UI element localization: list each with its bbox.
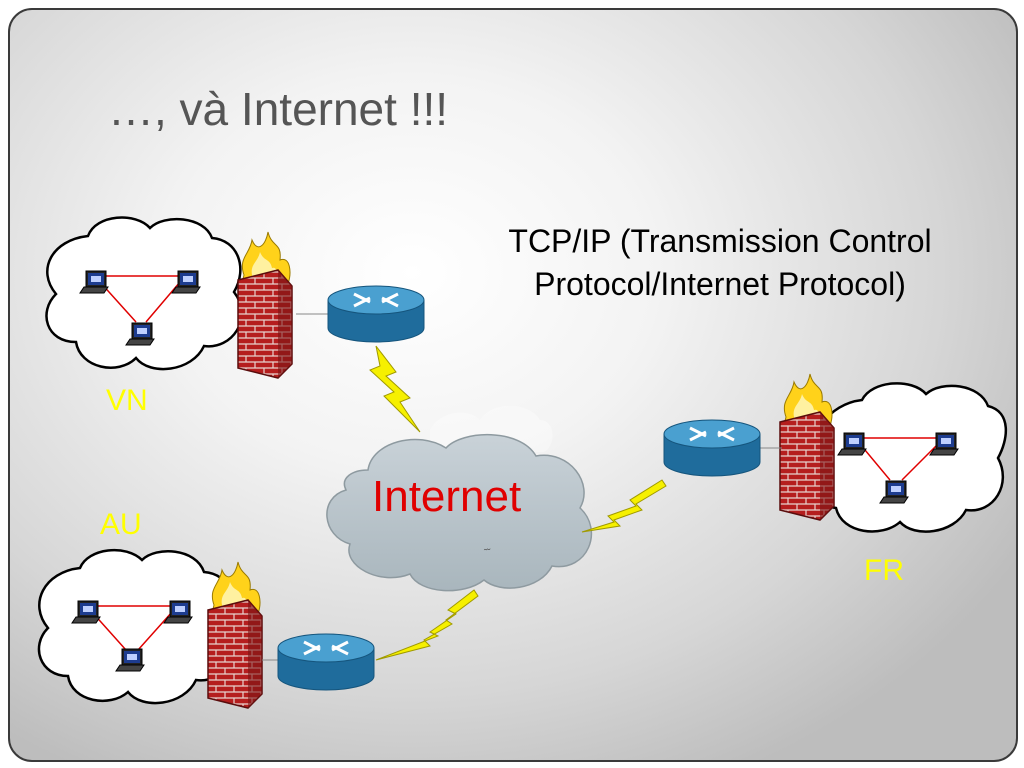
firewall-icon	[237, 231, 293, 379]
router-icon	[326, 284, 426, 344]
lightning-icon	[581, 479, 667, 533]
lightning-icon	[369, 345, 421, 433]
site-label-au: AU	[100, 508, 142, 541]
lan-cloud-au	[37, 548, 236, 705]
slide-title: …, và Internet !!!	[108, 83, 449, 135]
site-label-vn: VN	[106, 384, 148, 417]
site-vn	[45, 216, 426, 379]
firewall-icon	[779, 373, 835, 521]
router-icon	[662, 418, 762, 478]
lan-cloud-vn	[45, 216, 243, 371]
internet-label: Internet	[372, 472, 522, 521]
lan-cloud-fr	[812, 382, 1008, 533]
protocol-line-1: TCP/IP (Transmission Control	[508, 223, 932, 259]
protocol-caption: TCP/IP (Transmission Control Protocol/In…	[440, 220, 1000, 306]
lightning-icon	[375, 589, 479, 661]
firewall-icon	[207, 561, 263, 709]
internet-cloud	[326, 433, 593, 592]
cloud-mark: ˜˘	[483, 548, 491, 559]
site-label-fr: FR	[864, 554, 904, 587]
site-au	[37, 548, 376, 709]
protocol-line-2: Protocol/Internet Protocol)	[534, 266, 906, 302]
router-icon	[276, 632, 376, 692]
site-fr	[662, 373, 1008, 533]
